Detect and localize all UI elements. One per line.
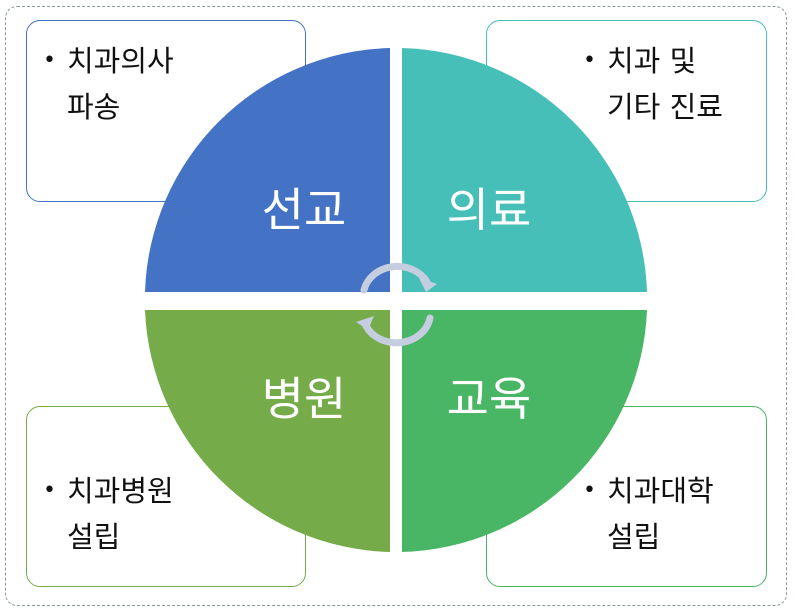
quadrant-top-left — [145, 48, 390, 292]
box-line1: 치과의사 — [67, 44, 174, 78]
bullet: • — [583, 478, 596, 503]
quadrant-bottom-left — [145, 310, 390, 552]
quadrant-bottom-right — [402, 310, 647, 552]
quadrant-label-bottom-left: 병원 — [262, 372, 347, 426]
box-text-top-right: • 치과 및 기타 진료 — [583, 38, 723, 130]
box-line1: 치과대학 — [607, 474, 714, 508]
cycle-arrows-icon — [356, 263, 437, 347]
quadrant-top-right — [402, 48, 647, 292]
diagram-frame — [5, 6, 787, 606]
box-text-bottom-left: • 치과병원 설립 — [43, 468, 174, 560]
quadrant-label-top-left: 선교 — [262, 183, 347, 237]
box-line2: 설립 — [607, 520, 661, 554]
bullet: • — [583, 48, 596, 73]
box-text-top-left: • 치과의사 파송 — [43, 38, 174, 130]
box-line1: 치과 및 — [607, 44, 697, 78]
box-line1: 치과병원 — [67, 474, 174, 508]
quadrant-label-bottom-right: 교육 — [447, 372, 532, 426]
box-text-bottom-right: • 치과대학 설립 — [583, 468, 714, 560]
quadrant-label-top-right: 의료 — [447, 183, 532, 237]
box-line2: 파송 — [67, 90, 121, 124]
box-line2: 기타 진료 — [607, 90, 723, 124]
bullet: • — [43, 48, 56, 73]
bullet: • — [43, 478, 56, 503]
box-line2: 설립 — [67, 520, 121, 554]
